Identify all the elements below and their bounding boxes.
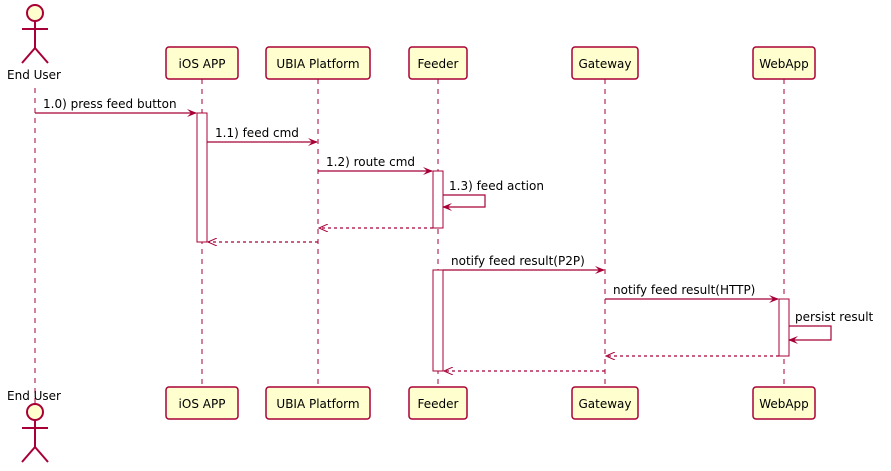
participant-ubia-bottom: UBIA Platform [265, 386, 371, 420]
actor-label: End User [7, 389, 61, 403]
participant-label: iOS APP [179, 57, 226, 71]
message-4: 1.3) feed action [442, 179, 544, 211]
self-message-arrow [442, 194, 486, 211]
participant-box [571, 46, 639, 80]
participant-feeder-bottom: Feeder [408, 386, 468, 420]
participant-ios-top: iOS APP [165, 46, 239, 80]
participant-label: WebApp [759, 397, 809, 411]
participant-box [408, 46, 468, 80]
message-label: 1.0) press feed button [43, 97, 177, 111]
message-8: notify feed result(HTTP) [605, 283, 779, 303]
participant-box [408, 386, 468, 420]
participant-gateway-bottom: Gateway [571, 386, 639, 420]
message-3: 1.2) route cmd [318, 155, 433, 175]
stick-figure-icon [21, 403, 49, 463]
activation-bar-ios [196, 112, 208, 243]
participant-box [265, 46, 371, 80]
participant-ios-bottom: iOS APP [165, 386, 239, 420]
participant-label: Feeder [418, 397, 459, 411]
participant-webapp-top: WebApp [752, 46, 816, 80]
message-label: persist result [795, 310, 874, 324]
actor-end-user-top: End User [7, 4, 61, 82]
participant-label: iOS APP [179, 397, 226, 411]
message-label: 1.2) route cmd [326, 155, 415, 169]
activation-bar-feeder [432, 269, 444, 372]
participant-ubia-top: UBIA Platform [265, 46, 371, 80]
message-7: notify feed result(P2P) [443, 254, 605, 274]
message-label: 1.3) feed action [449, 179, 544, 193]
message-1: 1.0) press feed button [35, 97, 197, 117]
participant-box [752, 386, 816, 420]
message-label: notify feed result(P2P) [451, 254, 585, 268]
participant-gateway-top: Gateway [571, 46, 639, 80]
message-label: notify feed result(HTTP) [613, 283, 755, 297]
self-message-arrow [788, 325, 832, 344]
participant-label: UBIA Platform [276, 57, 359, 71]
participant-label: Gateway [578, 397, 631, 411]
participant-label: Gateway [578, 57, 631, 71]
participant-label: WebApp [759, 57, 809, 71]
stick-figure-icon [21, 4, 49, 64]
message-2: 1.1) feed cmd [207, 126, 318, 146]
participant-box [165, 46, 239, 80]
activation-bar-feeder [432, 170, 444, 229]
actor-label: End User [7, 68, 61, 82]
participant-feeder-top: Feeder [408, 46, 468, 80]
message-label: 1.1) feed cmd [215, 126, 299, 140]
participant-webapp-bottom: WebApp [752, 386, 816, 420]
message-9: persist result [788, 310, 874, 344]
participant-box [752, 46, 816, 80]
participant-box [571, 386, 639, 420]
participant-label: UBIA Platform [276, 397, 359, 411]
activation-bar-webapp [778, 298, 790, 357]
participant-label: Feeder [418, 57, 459, 71]
participant-box [265, 386, 371, 420]
participant-box [165, 386, 239, 420]
actor-end-user-bottom: End User [7, 389, 61, 463]
